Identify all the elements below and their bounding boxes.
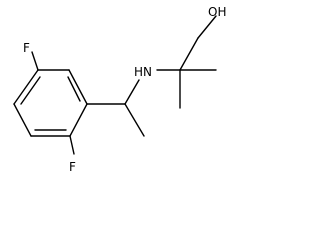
bond-ch-nh bbox=[124, 79, 140, 105]
bond-ch2-oh bbox=[197, 15, 217, 39]
ring-bond bbox=[68, 69, 88, 105]
atom-fluorine-bottom: F bbox=[69, 160, 76, 174]
bond-ring-fluorine-top bbox=[31, 51, 39, 71]
atom-amine: HN bbox=[134, 65, 152, 79]
ring-bond bbox=[13, 69, 39, 105]
ring-bond bbox=[69, 103, 88, 137]
atom-hydroxyl: OH bbox=[208, 5, 226, 19]
bond-ch-methyl bbox=[124, 103, 145, 137]
ring-double-bond bbox=[67, 76, 81, 102]
bond-quaternary-ch2 bbox=[179, 37, 199, 71]
ring-bond bbox=[13, 103, 32, 137]
molecule-structure: F F HN OH bbox=[13, 5, 226, 174]
ring-double-bond bbox=[20, 76, 41, 105]
atom-fluorine-top: F bbox=[23, 41, 30, 55]
bond-ring-fluorine-bottom bbox=[69, 135, 75, 155]
aromatic-ring bbox=[13, 69, 88, 137]
